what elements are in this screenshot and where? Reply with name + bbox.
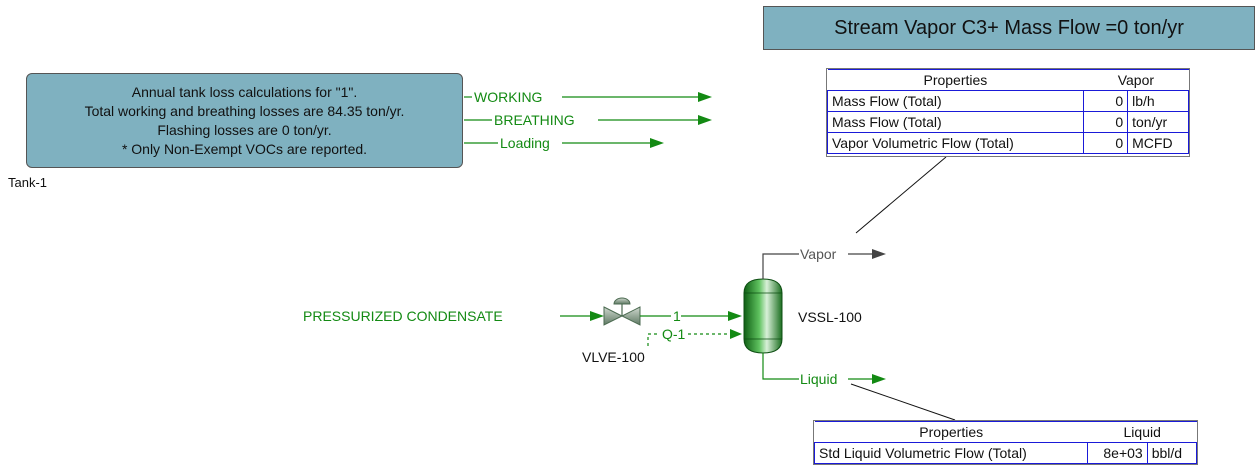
- value-cell: 0: [1082, 111, 1129, 133]
- liquid-label[interactable]: Liquid: [800, 371, 838, 387]
- tank-loss-note[interactable]: Annual tank loss calculations for "1". T…: [26, 73, 463, 168]
- unit-cell: lb/h: [1127, 90, 1189, 112]
- loading-label[interactable]: Loading: [500, 135, 550, 151]
- stream-1-label[interactable]: 1: [673, 308, 681, 324]
- value-cell: 0: [1082, 90, 1129, 112]
- table-row: Mass Flow (Total) 0 lb/h: [827, 90, 1189, 112]
- header-properties: Properties: [814, 421, 1088, 443]
- vapor-table-leader: [855, 156, 947, 234]
- table-row: Mass Flow (Total) 0 ton/yr: [827, 111, 1189, 133]
- value-cell: 8e+03: [1087, 442, 1148, 464]
- table-row: Vapor Volumetric Flow (Total) 0 MCFD: [827, 132, 1189, 154]
- header-phase: Vapor: [1083, 69, 1189, 91]
- liquid-properties-table[interactable]: Properties Liquid Std Liquid Volumetric …: [813, 421, 1198, 464]
- stream-summary-box[interactable]: Stream Vapor C3+ Mass Flow =0 ton/yr: [763, 6, 1255, 50]
- vessel-name-label: VSSL-100: [798, 309, 862, 325]
- working-stream[interactable]: [464, 92, 712, 102]
- breathing-label[interactable]: BREATHING: [494, 112, 575, 128]
- working-label[interactable]: WORKING: [474, 89, 543, 105]
- q1-label[interactable]: Q-1: [662, 326, 686, 342]
- tank-name-label: Tank-1: [8, 175, 48, 190]
- property-cell: Mass Flow (Total): [827, 90, 1084, 112]
- vessel-icon[interactable]: [743, 278, 783, 354]
- stream-summary-text: Stream Vapor C3+ Mass Flow =0 ton/yr: [834, 16, 1184, 39]
- tank-note-line-1: Annual tank loss calculations for "1".: [131, 83, 358, 100]
- tank-note-line-3: Flashing losses are 0 ton/yr.: [157, 121, 332, 138]
- stream-1[interactable]: [640, 311, 742, 321]
- table-header-row: Properties Vapor: [827, 69, 1189, 91]
- header-properties: Properties: [827, 69, 1084, 91]
- loading-stream[interactable]: [464, 138, 664, 148]
- property-cell: Vapor Volumetric Flow (Total): [827, 132, 1084, 154]
- vapor-properties-frame: [826, 68, 1190, 157]
- breathing-stream[interactable]: [464, 115, 712, 125]
- tank-note-line-4: * Only Non-Exempt VOCs are reported.: [121, 140, 368, 157]
- property-cell: Mass Flow (Total): [827, 111, 1084, 133]
- vapor-properties-table[interactable]: Properties Vapor Mass Flow (Total) 0 lb/…: [827, 69, 1189, 154]
- valve-icon[interactable]: [603, 297, 641, 326]
- unit-cell: bbl/d: [1146, 442, 1198, 464]
- value-cell: 0: [1082, 132, 1129, 154]
- table-header-row: Properties Liquid: [814, 421, 1197, 443]
- tank-note-line-2: Total working and breathing losses are 8…: [84, 102, 405, 119]
- feed-label[interactable]: PRESSURIZED CONDENSATE: [303, 308, 503, 324]
- energy-stream-q1[interactable]: [647, 329, 742, 346]
- feed-stream[interactable]: [560, 311, 604, 321]
- liquid-stream[interactable]: [762, 353, 886, 384]
- table-row: Std Liquid Volumetric Flow (Total) 8e+03…: [813, 442, 1198, 464]
- unit-cell: ton/yr: [1127, 111, 1189, 133]
- valve-name-label: VLVE-100: [582, 349, 645, 365]
- unit-cell: MCFD: [1127, 132, 1189, 154]
- vapor-stream[interactable]: [762, 249, 886, 279]
- liquid-table-leader: [850, 383, 956, 421]
- header-phase: Liquid: [1087, 421, 1197, 443]
- vapor-label[interactable]: Vapor: [800, 246, 837, 262]
- property-cell: Std Liquid Volumetric Flow (Total): [813, 442, 1089, 464]
- liquid-properties-frame: [813, 420, 1198, 465]
